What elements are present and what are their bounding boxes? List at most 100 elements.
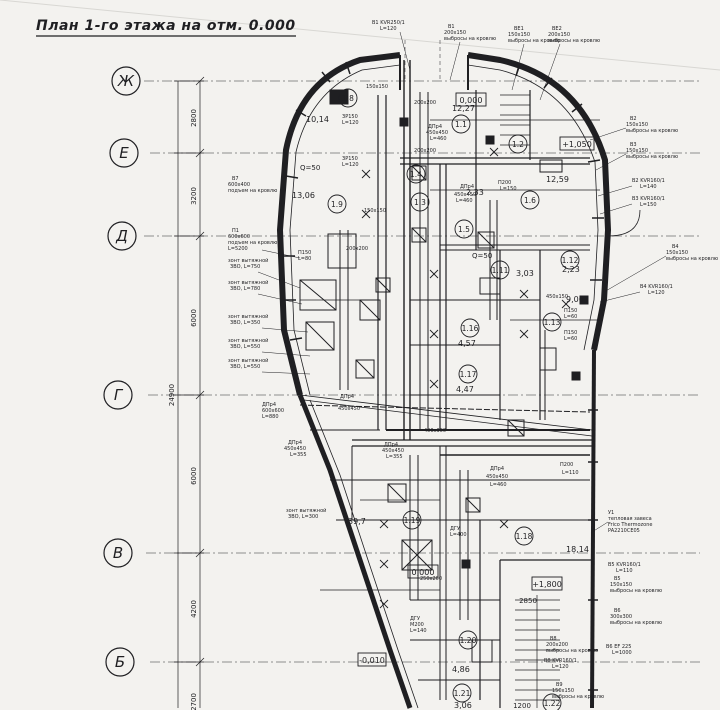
svg-text:300х300: 300х300 bbox=[610, 614, 632, 620]
svg-text:М200: М200 bbox=[410, 622, 424, 628]
svg-text:ЗР150: ЗР150 bbox=[342, 114, 358, 120]
svg-text:L=120: L=120 bbox=[648, 290, 665, 296]
room-number: 1.3 bbox=[414, 198, 426, 207]
svg-text:ЗВО, L=350: ЗВО, L=350 bbox=[230, 320, 260, 326]
svg-text:Q=50: Q=50 bbox=[300, 164, 320, 172]
svg-text:450х450: 450х450 bbox=[382, 448, 404, 454]
axis-bubble-zh: Ж bbox=[111, 66, 141, 96]
svg-text:В9: В9 bbox=[556, 682, 563, 688]
svg-text:В3 KVR160/1: В3 KVR160/1 bbox=[632, 196, 665, 202]
svg-text:зонт вытяжной: зонт вытяжной bbox=[228, 357, 268, 364]
svg-text:600х400: 600х400 bbox=[228, 182, 250, 188]
svg-text:200х200: 200х200 bbox=[414, 100, 436, 106]
axis-label: Е bbox=[119, 144, 129, 162]
svg-text:450х450: 450х450 bbox=[284, 446, 306, 452]
room-number: 1.4 bbox=[410, 170, 422, 179]
room-number: 1.20 bbox=[460, 636, 477, 645]
level-mark: +1,800 bbox=[532, 580, 562, 589]
axis-label: Ж bbox=[117, 72, 135, 90]
svg-text:L=120: L=120 bbox=[552, 664, 569, 670]
svg-text:зонт вытяжной: зонт вытяжной bbox=[228, 257, 268, 264]
dimension-chain bbox=[174, 76, 205, 708]
svg-text:ВЕ1: ВЕ1 bbox=[514, 26, 524, 32]
room-number: 1.13 bbox=[544, 318, 561, 327]
dim-inner: 2850 bbox=[519, 597, 537, 605]
dim-segment: 3200 bbox=[190, 187, 198, 205]
svg-text:ДПр4: ДПр4 bbox=[384, 442, 398, 448]
axis-bubble-v: В bbox=[103, 538, 133, 568]
svg-text:Frico Thermozone: Frico Thermozone bbox=[608, 522, 652, 528]
room-number: 1.19 bbox=[404, 516, 421, 525]
room-number: 1.22 bbox=[544, 699, 561, 708]
svg-text:L=460: L=460 bbox=[490, 482, 507, 488]
svg-text:ДПр4: ДПр4 bbox=[288, 440, 302, 446]
axis-bubble-b: Б bbox=[105, 647, 135, 677]
room-number: 1.1 bbox=[455, 120, 467, 129]
axis-label: Д bbox=[115, 227, 128, 245]
svg-text:зонт вытяжной: зонт вытяжной bbox=[228, 313, 268, 320]
svg-text:200х150: 200х150 bbox=[548, 32, 570, 38]
svg-text:150х150: 150х150 bbox=[364, 208, 386, 214]
room-number: 1.8 bbox=[342, 94, 354, 103]
room-area: 39,7 bbox=[348, 517, 366, 526]
svg-text:200х200: 200х200 bbox=[414, 148, 436, 154]
room-area: 2,23 bbox=[562, 265, 580, 274]
dim-segment: 2800 bbox=[190, 109, 198, 127]
svg-text:П200: П200 bbox=[498, 180, 511, 186]
svg-text:L=880: L=880 bbox=[262, 414, 279, 420]
svg-text:П150: П150 bbox=[564, 330, 577, 336]
svg-text:250х200: 250х200 bbox=[420, 576, 442, 582]
interior-labels: ЗР150 L=120 ЗР150 L=120 150х150 150х150 … bbox=[298, 84, 579, 634]
svg-text:В2 KVR160/1: В2 KVR160/1 bbox=[632, 178, 665, 184]
svg-text:L=80: L=80 bbox=[298, 256, 311, 262]
diffuser-marks bbox=[361, 147, 571, 609]
room-area: 3,03 bbox=[516, 269, 534, 278]
svg-text:В2: В2 bbox=[630, 116, 637, 122]
svg-text:L=460: L=460 bbox=[430, 136, 447, 142]
room-number: 1.6 bbox=[524, 196, 536, 205]
svg-text:200х200: 200х200 bbox=[346, 246, 368, 252]
svg-text:ВЕ2: ВЕ2 bbox=[552, 26, 562, 32]
room-number: 1.2 bbox=[512, 140, 524, 149]
svg-text:PA2210CE05: PA2210CE05 bbox=[608, 528, 640, 534]
svg-text:выбросы на кровлю: выбросы на кровлю bbox=[508, 38, 560, 44]
svg-text:В5 KVR160/1: В5 KVR160/1 bbox=[608, 562, 641, 568]
svg-text:L=120: L=120 bbox=[380, 26, 397, 32]
svg-text:ДПр4: ДПр4 bbox=[340, 394, 354, 400]
svg-text:ДПр4: ДПр4 bbox=[460, 184, 474, 190]
level-mark: 0,000 bbox=[460, 96, 483, 105]
svg-text:150х150: 150х150 bbox=[508, 32, 530, 38]
svg-text:выбросы на кровлю: выбросы на кровлю bbox=[610, 588, 662, 594]
left-labels: В7 600х400 подъем на кровлю П1 600х600 п… bbox=[228, 176, 326, 520]
svg-text:L=140: L=140 bbox=[640, 184, 657, 190]
svg-text:выбросы на кровлю: выбросы на кровлю bbox=[610, 620, 662, 626]
svg-text:150х150: 150х150 bbox=[626, 148, 648, 154]
dim-bottom: 1200 bbox=[513, 702, 531, 710]
svg-text:600х600: 600х600 bbox=[262, 408, 284, 414]
svg-text:подъем на кровлю: подъем на кровлю bbox=[228, 240, 277, 246]
svg-text:тепловая завеса: тепловая завеса bbox=[608, 516, 652, 522]
svg-text:450х450: 450х450 bbox=[426, 130, 448, 136]
room-number: 1.17 bbox=[460, 370, 477, 379]
svg-text:L=400: L=400 bbox=[450, 532, 467, 538]
svg-text:450х450: 450х450 bbox=[454, 192, 476, 198]
level-mark: +1,050 bbox=[562, 140, 592, 149]
svg-text:450х450: 450х450 bbox=[486, 474, 508, 480]
svg-text:150х150: 150х150 bbox=[626, 122, 648, 128]
svg-text:L=460: L=460 bbox=[456, 198, 473, 204]
svg-text:В4: В4 bbox=[672, 244, 679, 250]
room-markers bbox=[327, 88, 580, 710]
svg-text:В6 EF 225: В6 EF 225 bbox=[606, 644, 631, 650]
svg-text:L=60: L=60 bbox=[564, 314, 577, 320]
svg-text:150х150: 150х150 bbox=[366, 84, 388, 90]
svg-text:выбросы на кровлю: выбросы на кровлю bbox=[548, 38, 600, 44]
svg-text:L=355: L=355 bbox=[386, 454, 403, 460]
svg-text:выбросы на кровлю: выбросы на кровлю bbox=[626, 128, 678, 134]
svg-text:ЗР150: ЗР150 bbox=[342, 156, 358, 162]
svg-text:200х150: 200х150 bbox=[444, 30, 466, 36]
svg-text:В8 KVR160/1: В8 KVR160/1 bbox=[544, 658, 577, 664]
axis-bubble-g: Г bbox=[103, 380, 133, 410]
axis-label: Б bbox=[115, 653, 125, 671]
svg-text:ЗВО, L=550: ЗВО, L=550 bbox=[230, 364, 260, 370]
